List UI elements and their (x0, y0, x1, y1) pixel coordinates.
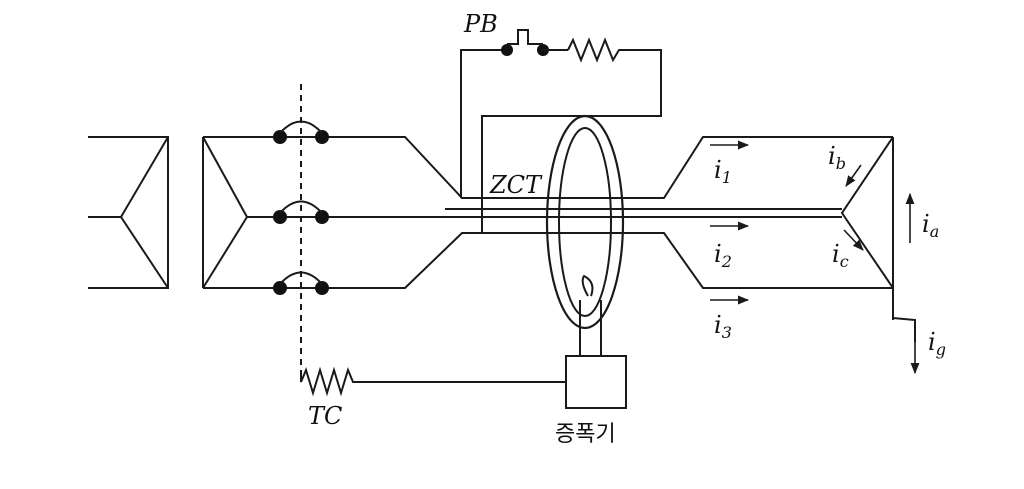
ic-label: ic (832, 240, 849, 271)
ib-label: ib (828, 142, 846, 173)
contact-3b (315, 281, 329, 295)
contact-1a (273, 130, 287, 144)
i1-label: i1 (714, 156, 732, 187)
contact-2b (315, 210, 329, 224)
ig-label: ig (928, 328, 946, 359)
amplifier-label: 증폭기 (555, 422, 616, 447)
phase-line-3 (203, 232, 893, 289)
contact-1b (315, 130, 329, 144)
ic-arrow (843, 229, 864, 251)
contact-3a (273, 281, 287, 295)
amplifier-box (565, 355, 627, 409)
zct-label: ZCT (489, 171, 543, 199)
contact-2a (273, 210, 287, 224)
ia-label: ia (922, 210, 939, 241)
breaker-contacts (273, 120, 329, 295)
source-transformer (88, 136, 169, 289)
ib-arrow (845, 164, 862, 187)
tc-label: TC (308, 402, 342, 430)
left-winding (202, 136, 249, 289)
trip-coil (300, 366, 566, 397)
load-winding (840, 136, 916, 342)
zct-ring (545, 114, 625, 356)
i2-label: i2 (714, 240, 732, 271)
i3-label: i3 (714, 311, 732, 342)
pb-contact-left (501, 44, 513, 56)
pb-label: PB (463, 10, 498, 38)
test-circuit (460, 29, 662, 233)
phase-line-1 (203, 136, 893, 199)
